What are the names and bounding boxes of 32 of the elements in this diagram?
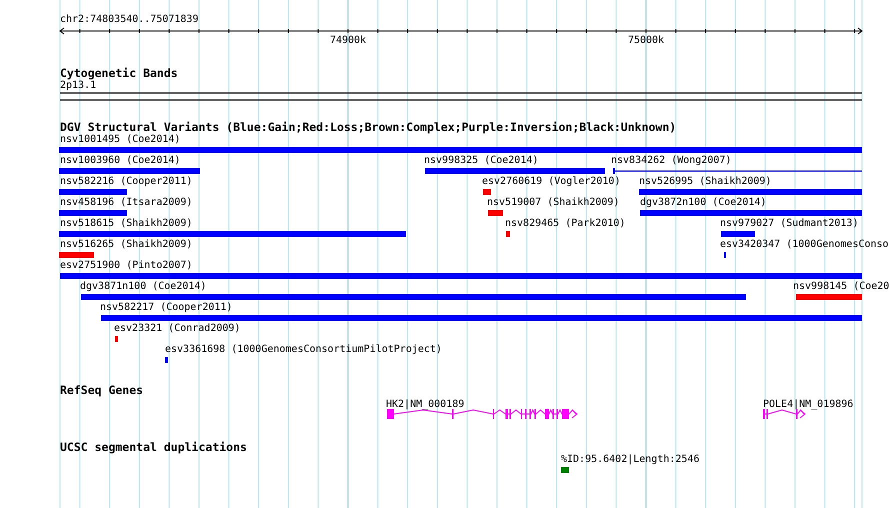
variant-label: esv2751900 (Pinto2007) [60, 260, 192, 272]
variant-label: dgv3872n100 (Coe2014) [640, 197, 766, 209]
variant-label: nsv1003960 (Coe2014) [60, 155, 180, 167]
track-title: DGV Structural Variants (Blue:Gain;Red:Loss;Brown:Complex;Purple:Inversion;Black:Unknown) [60, 121, 676, 134]
variant-label: esv23321 (Conrad2009) [114, 323, 240, 335]
variant-label: nsv979027 (Sudmant2013) [720, 218, 858, 230]
variant-label: nsv1001495 (Coe2014) [60, 134, 180, 146]
variant-label: esv2760619 (Vogler2010) [482, 176, 620, 188]
track-title: RefSeq Genes [60, 384, 144, 397]
band-label: 2p13.1 [60, 80, 96, 92]
variant-label: dgv3871n100 (Coe2014) [80, 281, 206, 293]
tick-label: 75000k [628, 35, 664, 47]
gene-label: HK2|NM_000189 [386, 399, 464, 411]
position-label: chr2:74803540..75071839 [60, 14, 198, 26]
track-title: UCSC segmental duplications [60, 441, 247, 454]
variant-label: nsv829465 (Park2010) [505, 218, 626, 230]
variant-label: nsv582217 (Cooper2011) [100, 302, 232, 314]
track-title: Cytogenetic Bands [60, 67, 178, 80]
variant-label: nsv518615 (Shaikh2009) [60, 218, 192, 230]
variant-label: esv3361698 (1000GenomesConsortiumPilotProject) [165, 344, 442, 356]
variant-label: nsv526995 (Shaikh2009) [639, 176, 772, 188]
gene-label: POLE4|NM_019896 [763, 399, 854, 411]
variant-label: nsv519007 (Shaikh2009) [487, 197, 620, 209]
duplication-label: %ID:95.6402|Length:2546 [561, 454, 700, 466]
variant-label: nsv458196 (Itsara2009) [60, 197, 192, 209]
variant-label: esv3420347 (1000GenomesConso [720, 239, 889, 251]
tick-label: 74900k [330, 35, 366, 47]
variant-label: nsv582216 (Cooper2011) [60, 176, 192, 188]
variant-label: nsv834262 (Wong2007) [611, 155, 732, 167]
variant-label: nsv516265 (Shaikh2009) [60, 239, 192, 251]
variant-label: nsv998145 (Coe20 [793, 281, 890, 293]
variant-label: nsv998325 (Coe2014) [424, 155, 538, 167]
